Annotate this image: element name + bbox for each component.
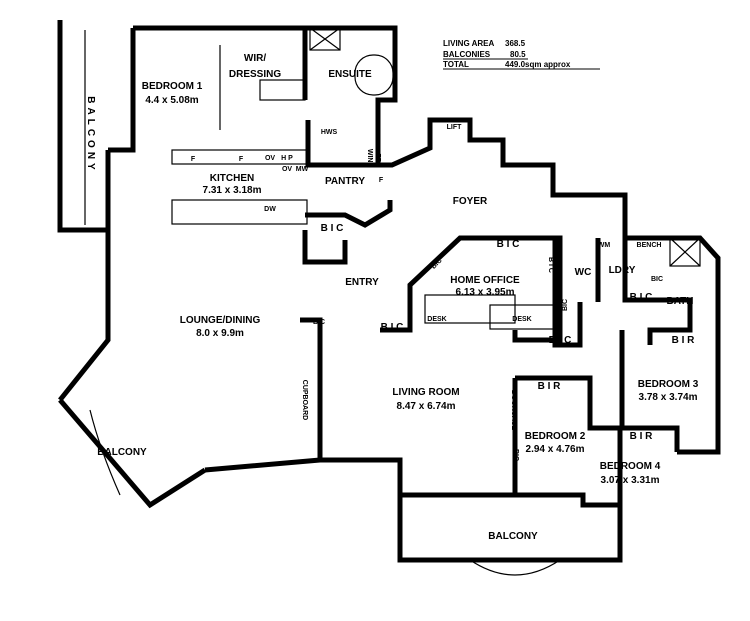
desk-label-2: DESK xyxy=(512,316,531,323)
walls xyxy=(57,20,721,563)
living-area-label: LIVING AREA xyxy=(443,39,494,48)
wine-label: WINE xyxy=(366,149,373,168)
lift-label: LIFT xyxy=(447,124,462,131)
balconies-label: BALCONIES xyxy=(443,50,491,59)
bir-bedroom3: B I R xyxy=(672,335,696,346)
fridge-label: F xyxy=(191,156,196,163)
pantry-name: PANTRY xyxy=(325,176,365,187)
bic-bedroom2: BIC xyxy=(512,449,519,461)
bic-hall: B I C xyxy=(630,292,653,303)
lounge-size: 8.0 x 9.9m xyxy=(196,328,244,339)
bedroom1-name: BEDROOM 1 xyxy=(142,81,203,92)
bic-lounge: BIC xyxy=(313,319,325,326)
balcony-lounge-name: BALCONY xyxy=(97,447,147,458)
home-office-name: HOME OFFICE xyxy=(450,275,520,286)
laundry-name: LDRY xyxy=(609,265,636,276)
balconies-value: 80.5 xyxy=(510,50,526,59)
kitchen-size: 7.31 x 3.18m xyxy=(203,185,262,196)
bic-office-top: B I C xyxy=(497,239,520,250)
lounge-name: LOUNGE/DINING xyxy=(180,315,261,326)
fr-label: FR xyxy=(374,153,381,162)
total-value: 449.0sqm approx xyxy=(505,60,571,69)
home-office-size: 6.13 x 3.95m xyxy=(456,287,515,298)
hotplate-label: H P xyxy=(281,155,293,162)
bic-office-diag: BIC xyxy=(430,257,443,270)
foyer-name: FOYER xyxy=(453,196,488,207)
bic-laundry: BIC xyxy=(651,276,663,283)
details xyxy=(84,27,701,576)
wm-label: WM xyxy=(598,242,611,249)
living-size: 8.47 x 6.74m xyxy=(397,401,456,412)
bic-office-side: B I C xyxy=(547,257,554,273)
microwave-label: MW xyxy=(296,166,309,173)
living-name: LIVING ROOM xyxy=(392,387,459,398)
bedroom2-name: BEDROOM 2 xyxy=(525,431,586,442)
wc-name: WC xyxy=(575,267,592,278)
bir-bedroom2: B I R xyxy=(538,381,562,392)
bedroom3-name: BEDROOM 3 xyxy=(638,379,699,390)
hws-label: HWS xyxy=(321,129,338,136)
dishwasher-label: DW xyxy=(264,206,276,213)
bic-office-bottom: B I C xyxy=(549,335,572,346)
bedroom4-name: BEDROOM 4 xyxy=(600,461,661,472)
total-label: TOTAL xyxy=(443,60,469,69)
living-area-value: 368.5 xyxy=(505,39,526,48)
bedroom2-size: 2.94 x 4.76m xyxy=(526,444,585,455)
balcony-left-name: BALCONY xyxy=(85,96,96,173)
bath-name: BATH xyxy=(666,296,693,307)
entry-name: ENTRY xyxy=(345,277,379,288)
bedroom3-size: 3.78 x 3.74m xyxy=(639,392,698,403)
bic-entry: B I C xyxy=(381,322,404,333)
room-labels: BEDROOM 1 4.4 x 5.08m WIR/ DRESSING ENSU… xyxy=(85,53,699,542)
bic-wc: BIC xyxy=(562,299,569,311)
bedroom1-size: 4.4 x 5.08m xyxy=(145,95,198,106)
bir-bedroom4: B I R xyxy=(630,431,654,442)
cupboard-label: CUPBOARD xyxy=(301,380,308,420)
wir-name2: DRESSING xyxy=(229,69,281,80)
fixture-labels: HWS LIFT WINE FR F F F OV H P OV MW DW B… xyxy=(191,124,695,461)
bic-kitchen: B I C xyxy=(321,223,344,234)
bookcase-label: BOOKCASE xyxy=(510,390,517,431)
f-label-2: F xyxy=(239,156,244,163)
desk-label-1: DESK xyxy=(427,316,446,323)
f-label-pantry: F xyxy=(379,177,384,184)
oven-label-2: OV xyxy=(282,166,292,173)
balcony-bottom-name: BALCONY xyxy=(488,531,538,542)
bedroom4-size: 3.07 x 3.31m xyxy=(601,475,660,486)
area-summary: LIVING AREA 368.5 BALCONIES 80.5 TOTAL 4… xyxy=(443,39,600,70)
ensuite-name: ENSUITE xyxy=(328,69,372,80)
bench-label: BENCH xyxy=(637,242,662,249)
kitchen-name: KITCHEN xyxy=(210,173,254,184)
wir-name: WIR/ xyxy=(244,53,266,64)
oven-label: OV xyxy=(265,155,275,162)
